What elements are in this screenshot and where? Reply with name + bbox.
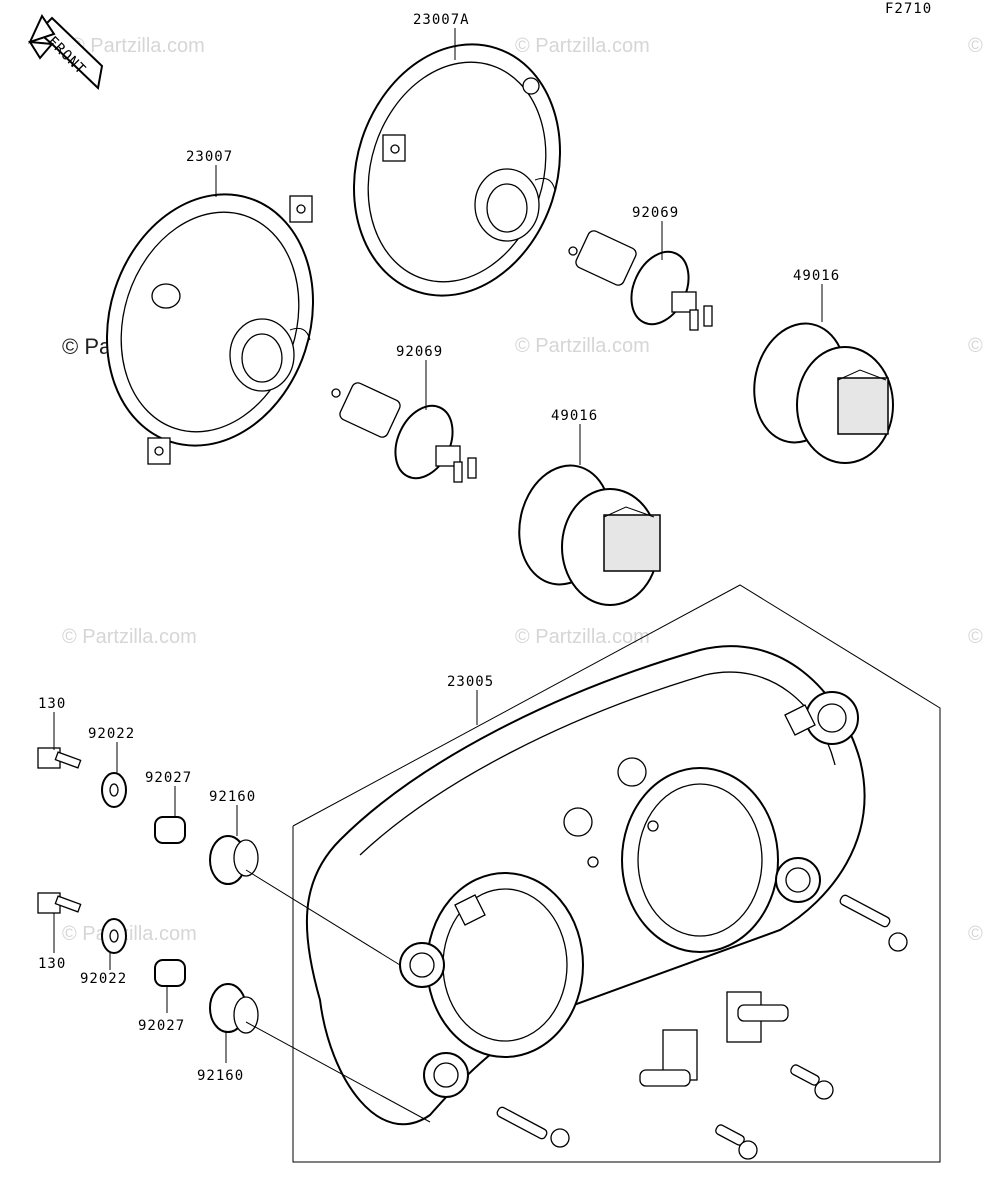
screw-bottom-left bbox=[496, 1106, 570, 1148]
grommet-92160-lower bbox=[209, 983, 259, 1034]
watermark: © bbox=[968, 335, 983, 357]
watermark: © bbox=[968, 35, 983, 57]
part-number-label: 92069 bbox=[396, 344, 443, 360]
aim-adjuster-left bbox=[639, 1029, 698, 1087]
leader-line bbox=[245, 1021, 431, 1123]
callout-labels: 23007A 23007 92069 92069 49016 49016 230… bbox=[38, 12, 840, 1084]
grommet-92160-upper bbox=[209, 835, 259, 885]
part-number-label: 92022 bbox=[80, 971, 127, 987]
part-number-label: 92022 bbox=[88, 726, 135, 742]
watermark: © Partzilla.com bbox=[70, 35, 205, 57]
watermark: © bbox=[968, 626, 983, 648]
part-number-label: 23007 bbox=[186, 149, 233, 165]
headlight-housing-23005 bbox=[292, 584, 941, 1163]
part-number-label: 130 bbox=[38, 696, 66, 712]
watermark: © Partzilla.com bbox=[62, 923, 197, 945]
watermark: © Partzilla.com bbox=[515, 626, 650, 648]
washer-92022-lower bbox=[101, 918, 127, 954]
headlight-bulb-92069-upper bbox=[568, 230, 713, 331]
watermark: © bbox=[968, 923, 983, 945]
part-number-label: 92160 bbox=[209, 789, 256, 805]
part-number-label: 23007A bbox=[413, 12, 470, 28]
bulb-socket-49016-right bbox=[753, 322, 894, 464]
part-number-label: 92069 bbox=[632, 205, 679, 221]
part-number-label: 92160 bbox=[197, 1068, 244, 1084]
washer-92022-upper bbox=[101, 772, 127, 808]
screw-right bbox=[839, 894, 908, 952]
collar-92027-upper bbox=[154, 816, 186, 844]
bolt-130-lower bbox=[37, 892, 82, 914]
leader-lines bbox=[53, 28, 823, 1123]
part-number-label: 92027 bbox=[145, 770, 192, 786]
bulb-socket-49016-center bbox=[518, 464, 661, 606]
reflector-ring-23007a bbox=[352, 43, 562, 297]
reflector-ring-23007 bbox=[105, 193, 315, 465]
watermark: © Partzilla.com bbox=[515, 35, 650, 57]
watermark: © Partzilla.com bbox=[515, 335, 650, 357]
part-number-label: 23005 bbox=[447, 674, 494, 690]
bolt-130-upper bbox=[37, 747, 82, 769]
watermark: © Partzilla.com bbox=[62, 626, 197, 648]
part-number-label: 92027 bbox=[138, 1018, 185, 1034]
part-number-label: 49016 bbox=[551, 408, 598, 424]
screw-bottom-mid bbox=[715, 1124, 758, 1160]
headlight-bulb-92069-lower bbox=[331, 382, 477, 483]
collar-92027-lower bbox=[154, 959, 186, 987]
part-number-label: 130 bbox=[38, 956, 66, 972]
figure-code: F2710 bbox=[885, 1, 932, 17]
leader-line bbox=[245, 869, 401, 966]
screw-bottom-right bbox=[790, 1064, 834, 1100]
aim-adjuster-right bbox=[726, 991, 789, 1043]
part-number-label: 49016 bbox=[793, 268, 840, 284]
